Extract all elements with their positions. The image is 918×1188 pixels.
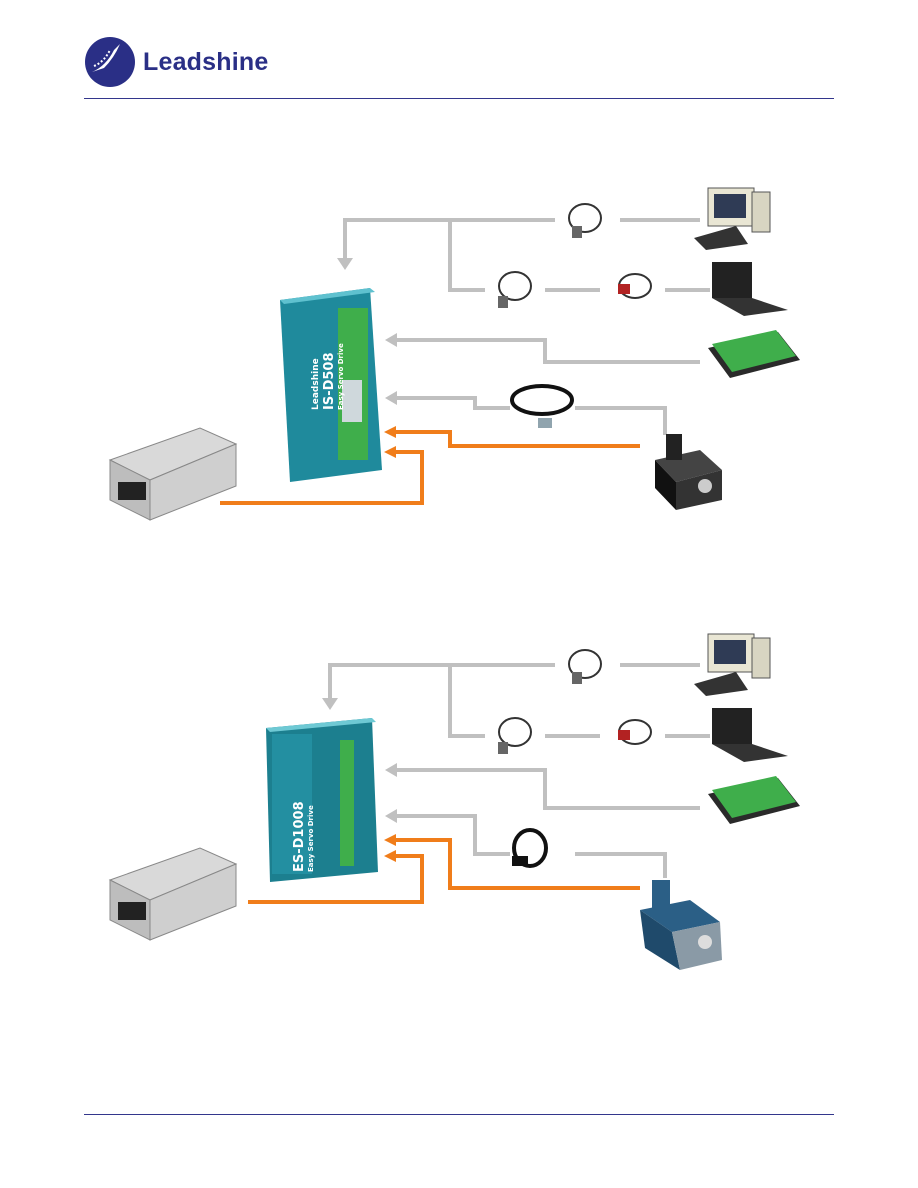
arrow-left-icon [384,850,396,862]
laptop-icon [712,262,788,316]
serial-cable-icon [568,649,602,684]
arrow-left-icon [384,446,396,458]
arrow-down-icon [322,698,338,710]
brand-name: Leadshine [143,48,269,76]
servo-drive: ES-D1008 Easy Servo Drive [266,718,378,882]
usb-converter-icon [618,273,652,299]
connection-diagram-top: Leadshine IS-D508 Easy Servo Drive [0,170,918,550]
encoder-cable-icon [512,828,548,868]
laptop-icon [712,708,788,762]
serial-cable-icon [568,203,602,238]
drive-model: ES-D1008 [292,801,307,872]
arrow-left-icon [385,763,397,777]
arrow-left-icon [384,426,396,438]
serial-cable-icon [498,271,532,308]
servo-motor-icon [640,880,722,970]
usb-converter-icon [618,719,652,745]
page-header: Leadshine [0,0,918,100]
encoder-cable-icon [510,384,574,428]
arrow-left-icon [384,834,396,846]
servo-drive: Leadshine IS-D508 Easy Servo Drive [280,288,382,482]
motion-controller-icon [708,776,800,824]
arrow-left-icon [385,333,397,347]
footer-rule [84,1114,834,1115]
desktop-pc-icon [694,633,771,696]
arrow-down-icon [337,258,353,270]
drive-model: IS-D508 [322,352,337,410]
leadshine-logo-icon [85,37,135,87]
serial-cable-icon [498,717,532,754]
servo-motor-icon [655,434,722,510]
desktop-pc-icon [694,187,771,250]
power-supply-icon [108,427,238,521]
header-rule [84,98,834,99]
arrow-left-icon [385,391,397,405]
motion-controller-icon [708,330,800,378]
drive-brand: Leadshine [311,358,321,410]
drive-subtitle: Easy Servo Drive [307,805,315,872]
drive-subtitle: Easy Servo Drive [337,343,345,410]
arrow-left-icon [385,809,397,823]
connection-diagram-bottom: ES-D1008 Easy Servo Drive [0,610,918,990]
power-supply-icon [108,847,238,941]
